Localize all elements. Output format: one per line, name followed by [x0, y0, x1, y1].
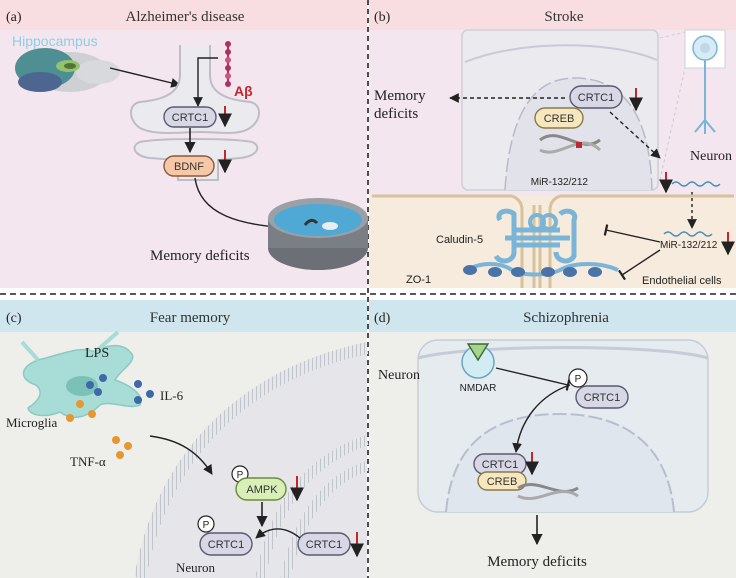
neuron-icon: [659, 29, 726, 181]
panel-b-label: (b): [374, 10, 391, 25]
il6-label: IL-6: [160, 388, 184, 403]
panel-d-title: Schizophrenia: [523, 310, 609, 326]
cell-membrane-b: [464, 44, 658, 63]
water-maze-icon: [268, 198, 368, 270]
crtc1-translocation-arrow-c: [255, 528, 301, 539]
caludin-label: Caludin-5: [436, 234, 483, 246]
panel-d-label: (d): [374, 311, 391, 326]
crtc1-label-d-nuc: CRTC1: [482, 459, 518, 471]
presynaptic-terminal: [130, 45, 260, 134]
mir-label-bottom: MiR-132/212: [660, 240, 718, 251]
neuron-label-c: Neuron: [176, 560, 215, 575]
crtc1-box-b: [569, 85, 623, 109]
memory-deficits-a: Memory deficits: [150, 248, 250, 264]
mirna-strand-bottom: [663, 231, 713, 237]
endothelial-label: Endothelial cells: [642, 275, 722, 287]
phospho-circle-crtc1-c: [197, 515, 215, 533]
il6-particles: [86, 374, 154, 404]
dna-icon-b: [539, 134, 602, 154]
panel-a-header: [0, 0, 367, 30]
neuron-label-b: Neuron: [690, 149, 732, 164]
bdnf-box: [163, 155, 215, 177]
creb-label-b: CREB: [544, 113, 575, 125]
ampk-box: [235, 477, 287, 501]
claudin-5-protein: [493, 208, 578, 264]
crtc1-label-a: CRTC1: [172, 112, 208, 124]
microglia-to-ampk-arrow: [149, 435, 213, 475]
abeta-peptide-icon: [225, 41, 231, 87]
panel-d-header: [369, 300, 736, 332]
creb-box-d: [477, 471, 527, 491]
mir-label-top: MiR-132/212: [531, 177, 589, 188]
crtc1-nuclear-entry-arrow: [512, 384, 571, 453]
neuron-label-d: Neuron: [378, 368, 420, 383]
crtc1-label-c-right: CRTC1: [306, 539, 342, 551]
creb-box-b: [534, 107, 584, 129]
nmdar-icon: [461, 343, 495, 379]
panel-c-label: (c): [6, 311, 22, 326]
tnf-label: TNF-α: [70, 454, 106, 469]
panel-c-title: Fear memory: [150, 310, 231, 326]
nmdar-label: NMDAR: [460, 383, 497, 394]
microglia-icon: [20, 330, 142, 419]
brain-icon: [15, 48, 120, 92]
lps-label: LPS: [85, 346, 109, 361]
panel-a-label: (a): [6, 10, 22, 25]
zo-1-protein: [463, 262, 619, 277]
crtc1-box-d-top: [575, 385, 629, 409]
zo1-label: ZO-1: [406, 274, 431, 286]
brain-to-synapse-arrow: [109, 67, 181, 88]
ampk-label: AMPK: [246, 484, 278, 496]
memory-deficits-b-1: Memory: [374, 88, 426, 104]
memory-deficits-b-2: deficits: [374, 106, 418, 122]
hippocampus-label: Hippocampus: [12, 33, 98, 49]
crtc1-box-a: [163, 106, 217, 128]
phospho-circle-d: [568, 368, 588, 388]
memory-deficits-d: Memory deficits: [487, 554, 587, 570]
bdnf-label: BDNF: [174, 161, 204, 173]
neuron-cell-d: [417, 339, 709, 513]
panel-a-title: Alzheimer's disease: [126, 9, 245, 25]
phospho-label-d: P: [575, 374, 582, 385]
panel-b-header: [369, 0, 736, 30]
creb-label-d: CREB: [487, 476, 518, 488]
panel-b-title: Stroke: [544, 9, 584, 25]
panel-c-header: [0, 300, 367, 332]
microglia-label: Microglia: [6, 415, 57, 430]
abeta-inhibit-line: [193, 57, 218, 107]
crtc1-to-mir-arrow: [609, 111, 661, 159]
mir-inhibit-claudin: [603, 224, 661, 243]
mirna-strand-top: [671, 181, 721, 187]
nmdar-inhibit-crtc1: [495, 367, 571, 391]
phospho-label-crtc1-c: P: [203, 520, 210, 531]
crtc1-box-c-left: [199, 532, 253, 556]
crtc1-label-b: CRTC1: [578, 92, 614, 104]
crtc1-label-d-top: CRTC1: [584, 392, 620, 404]
dna-icon-d: [517, 483, 579, 500]
mir-inhibit-zo1: [617, 249, 661, 281]
abeta-label: Aβ: [234, 83, 253, 99]
tnf-particles: [66, 400, 132, 459]
crtc1-label-c-left: CRTC1: [208, 539, 244, 551]
phospho-label-ampk: P: [237, 470, 244, 481]
